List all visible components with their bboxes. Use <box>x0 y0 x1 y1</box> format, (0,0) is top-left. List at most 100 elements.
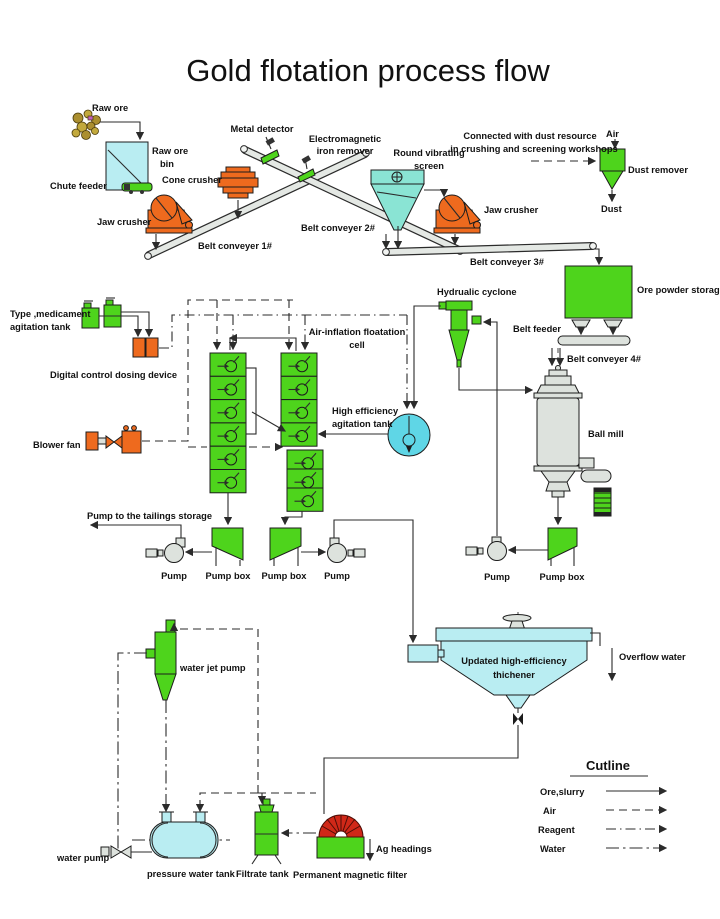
pump-2-label: Pump <box>324 571 350 581</box>
legend-label-air: Air <box>543 806 556 816</box>
metal-detector-icon <box>260 136 280 165</box>
raw-ore-label: Raw ore <box>92 103 128 113</box>
water-lines <box>117 652 316 849</box>
legend: Cutline Ore,slurry Air Reagent Water <box>538 758 668 854</box>
ore-powder-storage-icon <box>564 265 633 319</box>
metal-detector-label: Metal detector <box>230 124 293 134</box>
jaw-crusher-1-icon <box>145 194 193 234</box>
reagent-line-2 <box>121 311 154 338</box>
belt-conveyer-1 <box>144 149 370 260</box>
flotation-transfer-lines <box>223 333 303 526</box>
chute-feeder-label: Chute feeder <box>50 181 107 191</box>
pump-box-1-label: Pump box <box>206 571 252 581</box>
overflow-pipe <box>590 632 601 646</box>
legend-label-water: Water <box>540 844 566 854</box>
dust-remover-icon <box>599 148 626 190</box>
dust-note-label-2: in crushing and screening workshops <box>450 144 617 154</box>
belt-conveyer-1-label: Belt conveyer 1# <box>198 241 273 251</box>
dust-note-label-1: Connected with dust resource <box>463 131 596 141</box>
ag-headings-label: Ag headings <box>376 844 432 854</box>
round-screen-label-1: Round vibrating <box>393 148 465 158</box>
flotation-cell-label-1: Air-inflation floatation <box>309 327 406 337</box>
tailings-label: Pump to the tailings storage <box>87 511 212 521</box>
dosing-device-icon <box>132 337 159 358</box>
tailings-line <box>89 520 182 538</box>
agitation-tank-label-2: agitation tank <box>332 419 393 429</box>
hydraulic-cyclone-label: Hydrualic cyclone <box>437 287 517 297</box>
flotation-cells-right-upper <box>280 352 318 447</box>
hydraulic-cyclone-icon <box>438 300 482 368</box>
pressure-water-tank-label: pressure water tank <box>147 869 236 879</box>
pump-box-3-icon <box>547 527 578 566</box>
belt-feeder-label: Belt feeder <box>513 324 561 334</box>
belt-conveyer-3-label: Belt conveyer 3# <box>470 257 545 267</box>
pump-2-icon <box>327 537 366 563</box>
round-vibrating-screen-icon <box>370 169 425 231</box>
pump-1-icon <box>145 537 186 563</box>
blower-fan-icon <box>85 425 142 454</box>
thickener-label-2: thichener <box>493 670 535 680</box>
jaw-crusher-1-label: Jaw crusher <box>97 217 152 227</box>
thickener-label-1: Updated high-efficiency <box>461 656 567 666</box>
pump-3-icon <box>465 536 507 561</box>
ball-mill-label: Ball mill <box>588 429 624 439</box>
chute-feeder-icon <box>121 182 153 194</box>
ore-slurry-lines-mill-circuit <box>409 305 534 536</box>
flotation-cell-label-2: cell <box>349 340 365 350</box>
magnetic-filter-icon <box>316 814 365 859</box>
ball-mill-icon <box>533 348 612 517</box>
reagent-tanks-label-1: Type ,medicament <box>10 309 90 319</box>
reagent-tanks-label-2: agitation tank <box>10 322 71 332</box>
overflow-water-label: Overflow water <box>619 652 686 662</box>
agitation-tank-label-1: High efficiency <box>332 406 399 416</box>
pressure-water-tank-icon <box>149 811 219 859</box>
water-jet-pump-icon <box>145 619 177 701</box>
air-water-jet-lines <box>169 622 316 813</box>
raw-ore-bin-icon <box>105 141 149 191</box>
belt-conveyer-3 <box>382 242 597 256</box>
dust-label: Dust <box>601 204 622 214</box>
iron-remover-label-1: Electromagnetic <box>309 134 381 144</box>
pump-box-3-label: Pump box <box>540 572 586 582</box>
belt-conveyer-2-label: Belt conveyer 2# <box>301 223 376 233</box>
belt-feeder-icons <box>571 319 623 328</box>
legend-title: Cutline <box>586 758 630 773</box>
belt-conveyer-4 <box>557 335 631 346</box>
legend-label-reagent: Reagent <box>538 825 575 835</box>
water-pump-icon <box>100 845 152 859</box>
legend-label-ore-slurry: Ore,slurry <box>540 787 585 797</box>
belt-conveyer-4-label: Belt conveyer 4# <box>567 354 642 364</box>
raw-ore-icon <box>71 109 101 140</box>
iron-remover-label-2: iron remover <box>317 146 374 156</box>
jaw-crusher-2-icon <box>433 194 481 234</box>
air-lines <box>142 299 294 452</box>
water-pump-label: water pump <box>56 853 109 863</box>
iron-remover-icon <box>297 155 316 183</box>
water-jet-pump-label: water jet pump <box>179 663 246 673</box>
round-screen-label-2: screen <box>414 161 444 171</box>
magnetic-filter-label: Permanent magnetic filter <box>293 870 408 880</box>
cone-crusher-label: Cone crusher <box>162 175 222 185</box>
pump-to-thickener-line <box>333 519 418 644</box>
pump-box-2-label: Pump box <box>262 571 308 581</box>
cone-crusher-icon <box>217 166 259 199</box>
flotation-cells-right-lower <box>286 449 324 512</box>
pump-box-1-icon <box>211 527 244 566</box>
page-title: Gold flotation process flow <box>186 53 550 88</box>
pump-3-label: Pump <box>484 572 510 582</box>
raw-ore-bin-label-2: bin <box>160 159 174 169</box>
pump-1-label: Pump <box>161 571 187 581</box>
raw-ore-bin-label-1: Raw ore <box>152 146 188 156</box>
dust-remover-label: Dust remover <box>628 165 688 175</box>
agitation-tank-icon <box>387 413 431 457</box>
filtrate-tank-label: Filtrate tank <box>236 869 290 879</box>
pump-box-2-icon <box>269 527 302 566</box>
thickener-icon <box>407 612 593 725</box>
filtrate-tank-icon <box>251 798 282 865</box>
jaw-crusher-2-label: Jaw crusher <box>484 205 539 215</box>
flotation-cells-left <box>209 352 257 494</box>
dosing-device-label: Digital control dosing device <box>50 370 177 380</box>
blower-fan-label: Blower fan <box>33 440 81 450</box>
